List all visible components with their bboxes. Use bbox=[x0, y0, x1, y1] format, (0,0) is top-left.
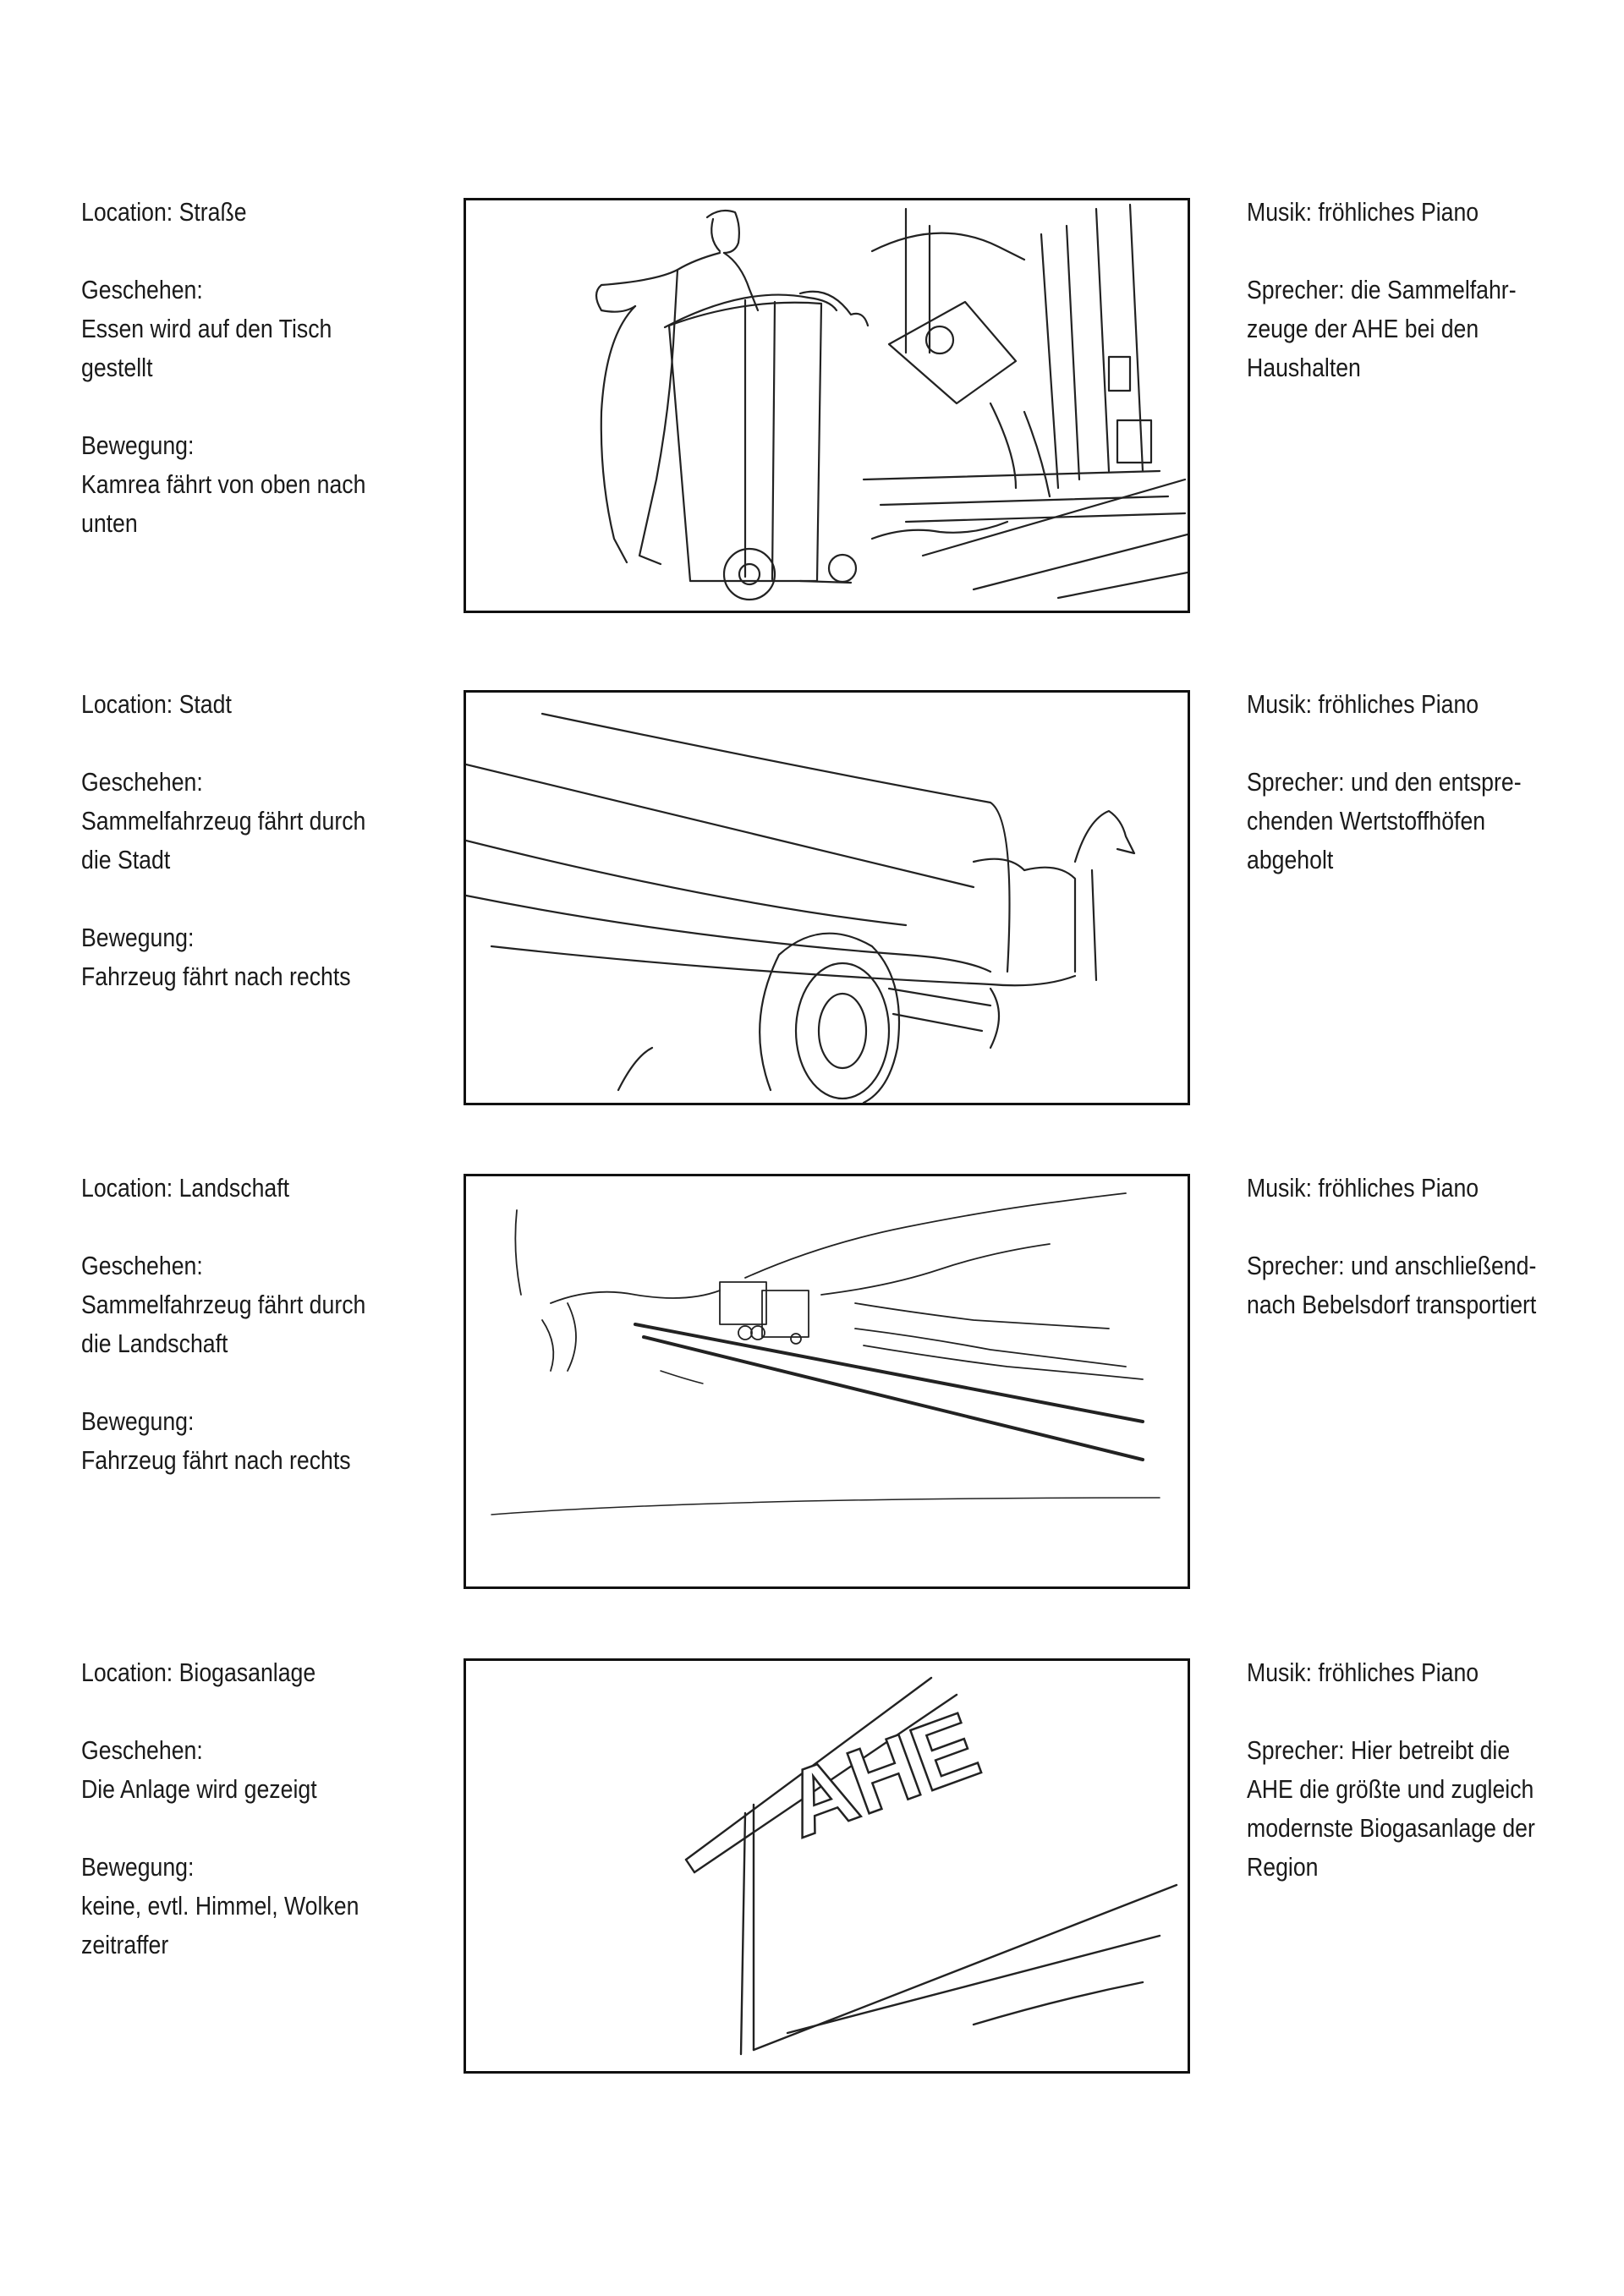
bewegung-label: Bewegung: bbox=[81, 1406, 195, 1436]
geschehen-label: Geschehen: bbox=[81, 1735, 203, 1765]
musik-text: Musik: fröhliches Piano bbox=[1247, 197, 1479, 227]
panel-description: Location: Landschaft Geschehen: Sammelfa… bbox=[81, 1169, 423, 1480]
sketch-frame bbox=[464, 198, 1190, 613]
location-text: Location: Straße bbox=[81, 197, 247, 227]
bewegung-line: zeitraffer bbox=[81, 1930, 169, 1959]
bewegung-line: keine, evtl. Himmel, Wolken bbox=[81, 1891, 359, 1921]
storyboard-panel-3: Location: Landschaft Geschehen: Sammelfa… bbox=[0, 1169, 1624, 1592]
storyboard-panel-4: Location: Biogasanlage Geschehen: Die An… bbox=[0, 1653, 1624, 2076]
geschehen-line: die Stadt bbox=[81, 845, 171, 874]
sprecher-line: Sprecher: und den entspre- bbox=[1247, 767, 1522, 797]
bewegung-label: Bewegung: bbox=[81, 923, 195, 952]
sketch-biogas-building: AHE bbox=[684, 1676, 1178, 2056]
musik-text: Musik: fröhliches Piano bbox=[1247, 1658, 1479, 1687]
sprecher-line: nach Bebelsdorf transportiert bbox=[1247, 1290, 1537, 1319]
sketch-frame bbox=[464, 1174, 1190, 1589]
panel-audio: Musik: fröhliches Piano Sprecher: Hier b… bbox=[1247, 1653, 1588, 1887]
geschehen-label: Geschehen: bbox=[81, 767, 203, 797]
panel-description: Location: Stadt Geschehen: Sammelfahrzeu… bbox=[81, 685, 423, 996]
sketch-truck-in-landscape bbox=[491, 1192, 1160, 1515]
geschehen-line: Essen wird auf den Tisch bbox=[81, 314, 332, 343]
sprecher-line: abgeholt bbox=[1247, 845, 1334, 874]
sketch-frame bbox=[464, 690, 1190, 1105]
bewegung-line: Fahrzeug fährt nach rechts bbox=[81, 1445, 351, 1475]
sketch-frame: AHE bbox=[464, 1658, 1190, 2074]
sprecher-line: AHE die größte und zugleich bbox=[1247, 1774, 1534, 1804]
bewegung-line: Fahrzeug fährt nach rechts bbox=[81, 962, 351, 991]
sketch-truck-driving bbox=[466, 712, 1136, 1103]
panel-audio: Musik: fröhliches Piano Sprecher: und an… bbox=[1247, 1169, 1588, 1324]
storyboard-panel-2: Location: Stadt Geschehen: Sammelfahrzeu… bbox=[0, 685, 1624, 1108]
bewegung-line: unten bbox=[81, 508, 138, 538]
sprecher-line: chenden Wertstoffhöfen bbox=[1247, 806, 1486, 836]
musik-text: Musik: fröhliches Piano bbox=[1247, 1173, 1479, 1203]
sketch-worker-with-bin bbox=[595, 203, 1188, 601]
panel-audio: Musik: fröhliches Piano Sprecher: die Sa… bbox=[1247, 193, 1588, 387]
sprecher-line: zeuge der AHE bei den bbox=[1247, 314, 1479, 343]
bewegung-line: Kamrea fährt von oben nach bbox=[81, 469, 366, 499]
bewegung-label: Bewegung: bbox=[81, 1852, 195, 1882]
location-text: Location: Stadt bbox=[81, 689, 232, 719]
geschehen-label: Geschehen: bbox=[81, 1251, 203, 1280]
storyboard-panel-1: Location: Straße Geschehen: Essen wird a… bbox=[0, 193, 1624, 616]
sprecher-line: Sprecher: Hier betreibt die bbox=[1247, 1735, 1511, 1765]
bewegung-label: Bewegung: bbox=[81, 430, 195, 460]
geschehen-line: gestellt bbox=[81, 353, 153, 382]
sprecher-line: modernste Biogasanlage der bbox=[1247, 1813, 1535, 1843]
panel-description: Location: Biogasanlage Geschehen: Die An… bbox=[81, 1653, 423, 1964]
musik-text: Musik: fröhliches Piano bbox=[1247, 689, 1479, 719]
geschehen-line: Die Anlage wird gezeigt bbox=[81, 1774, 317, 1804]
location-text: Location: Biogasanlage bbox=[81, 1658, 316, 1687]
location-text: Location: Landschaft bbox=[81, 1173, 290, 1203]
geschehen-line: Sammelfahrzeug fährt durch bbox=[81, 1290, 366, 1319]
panel-description: Location: Straße Geschehen: Essen wird a… bbox=[81, 193, 423, 543]
sketch-sign-text: AHE bbox=[771, 1693, 991, 1858]
geschehen-line: Sammelfahrzeug fährt durch bbox=[81, 806, 366, 836]
geschehen-line: die Landschaft bbox=[81, 1329, 228, 1358]
sprecher-line: Region bbox=[1247, 1852, 1319, 1882]
sprecher-line: Sprecher: und anschließend- bbox=[1247, 1251, 1537, 1280]
sprecher-line: Sprecher: die Sammelfahr- bbox=[1247, 275, 1517, 304]
panel-audio: Musik: fröhliches Piano Sprecher: und de… bbox=[1247, 685, 1588, 879]
sprecher-line: Haushalten bbox=[1247, 353, 1361, 382]
geschehen-label: Geschehen: bbox=[81, 275, 203, 304]
